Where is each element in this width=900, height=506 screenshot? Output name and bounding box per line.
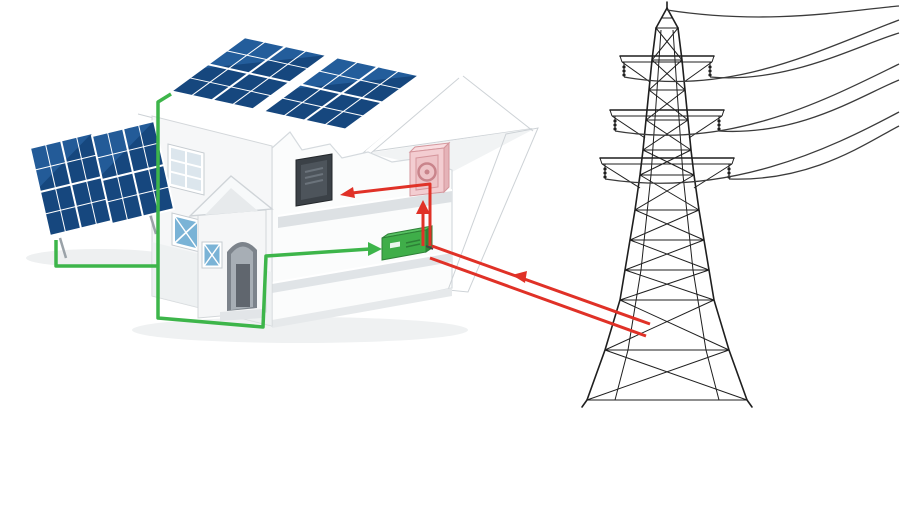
tower-bracing (586, 27, 748, 401)
ground-solar-array (30, 121, 174, 258)
solar-flow-lines (54, 92, 382, 329)
lower-floor (272, 252, 452, 293)
grid-flow-arrow-to-appliance (416, 200, 430, 214)
transmission-tower (581, 1, 753, 408)
rooftop-solar-array (171, 37, 419, 129)
right-wall (447, 127, 539, 293)
tower-arms (599, 55, 735, 189)
fan-icon (417, 162, 437, 182)
grid-flow-arrow-to-panel (340, 187, 355, 198)
breaker-panel (295, 153, 333, 207)
upper-floor (278, 190, 452, 228)
grid-flow-lines (340, 182, 651, 338)
window-upper (167, 143, 205, 196)
solar-flow-arrow-to-inverter (368, 242, 382, 256)
arched-door (227, 241, 257, 311)
power-lines (604, 5, 900, 184)
porch (188, 175, 274, 321)
porch-step (220, 309, 262, 321)
window-blue-porch (201, 241, 223, 269)
window-blue-left (171, 212, 201, 253)
house (138, 26, 538, 328)
foundation (272, 288, 452, 328)
grid-flow-arrow-mid (512, 271, 527, 283)
